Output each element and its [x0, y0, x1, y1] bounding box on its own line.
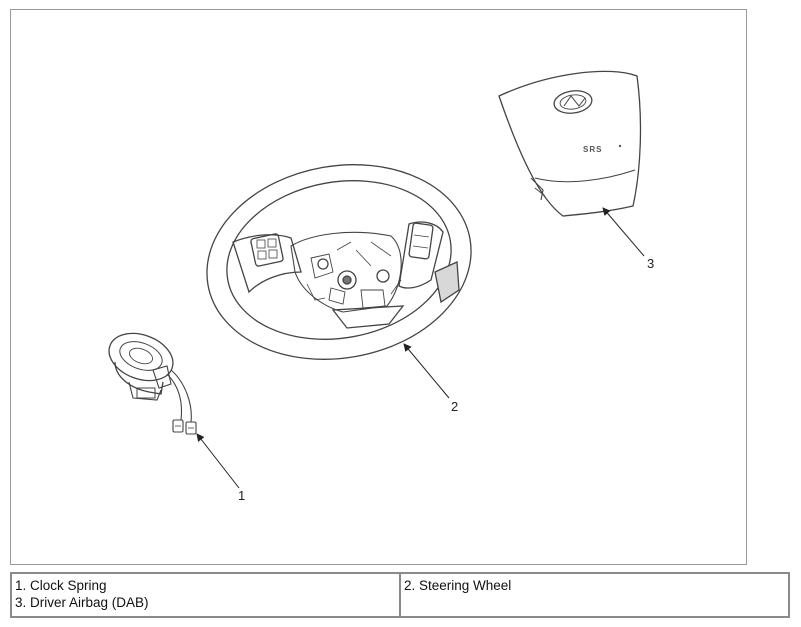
driver-airbag-illustration: SRS — [498, 70, 642, 217]
svg-text:SRS: SRS — [583, 145, 602, 154]
steering-wheel-illustration — [206, 164, 472, 360]
legend-row: 1. Clock Spring 3. Driver Airbag (DAB) 2… — [10, 572, 790, 618]
legend-item-steering-wheel: 2. Steering Wheel — [404, 578, 512, 593]
clock-spring-illustration — [108, 332, 197, 435]
legend-cell-left: 1. Clock Spring 3. Driver Airbag (DAB) — [10, 572, 401, 618]
callout-number-3: 3 — [647, 256, 654, 271]
legend-item-driver-airbag: 3. Driver Airbag (DAB) — [15, 595, 149, 610]
callout-number-2: 2 — [451, 399, 458, 414]
callout-leader-1 — [196, 433, 240, 489]
parts-legend-table: 1. Clock Spring 3. Driver Airbag (DAB) 2… — [10, 572, 790, 618]
legend-item-clock-spring: 1. Clock Spring — [15, 578, 107, 593]
legend-cell-right: 2. Steering Wheel — [399, 572, 790, 618]
callout-leader-2 — [403, 343, 450, 399]
callout-leader-3 — [602, 207, 645, 257]
diagram-figure: SRS — [10, 9, 747, 565]
diagram-canvas: SRS — [108, 70, 654, 503]
callout-number-1: 1 — [238, 488, 245, 503]
